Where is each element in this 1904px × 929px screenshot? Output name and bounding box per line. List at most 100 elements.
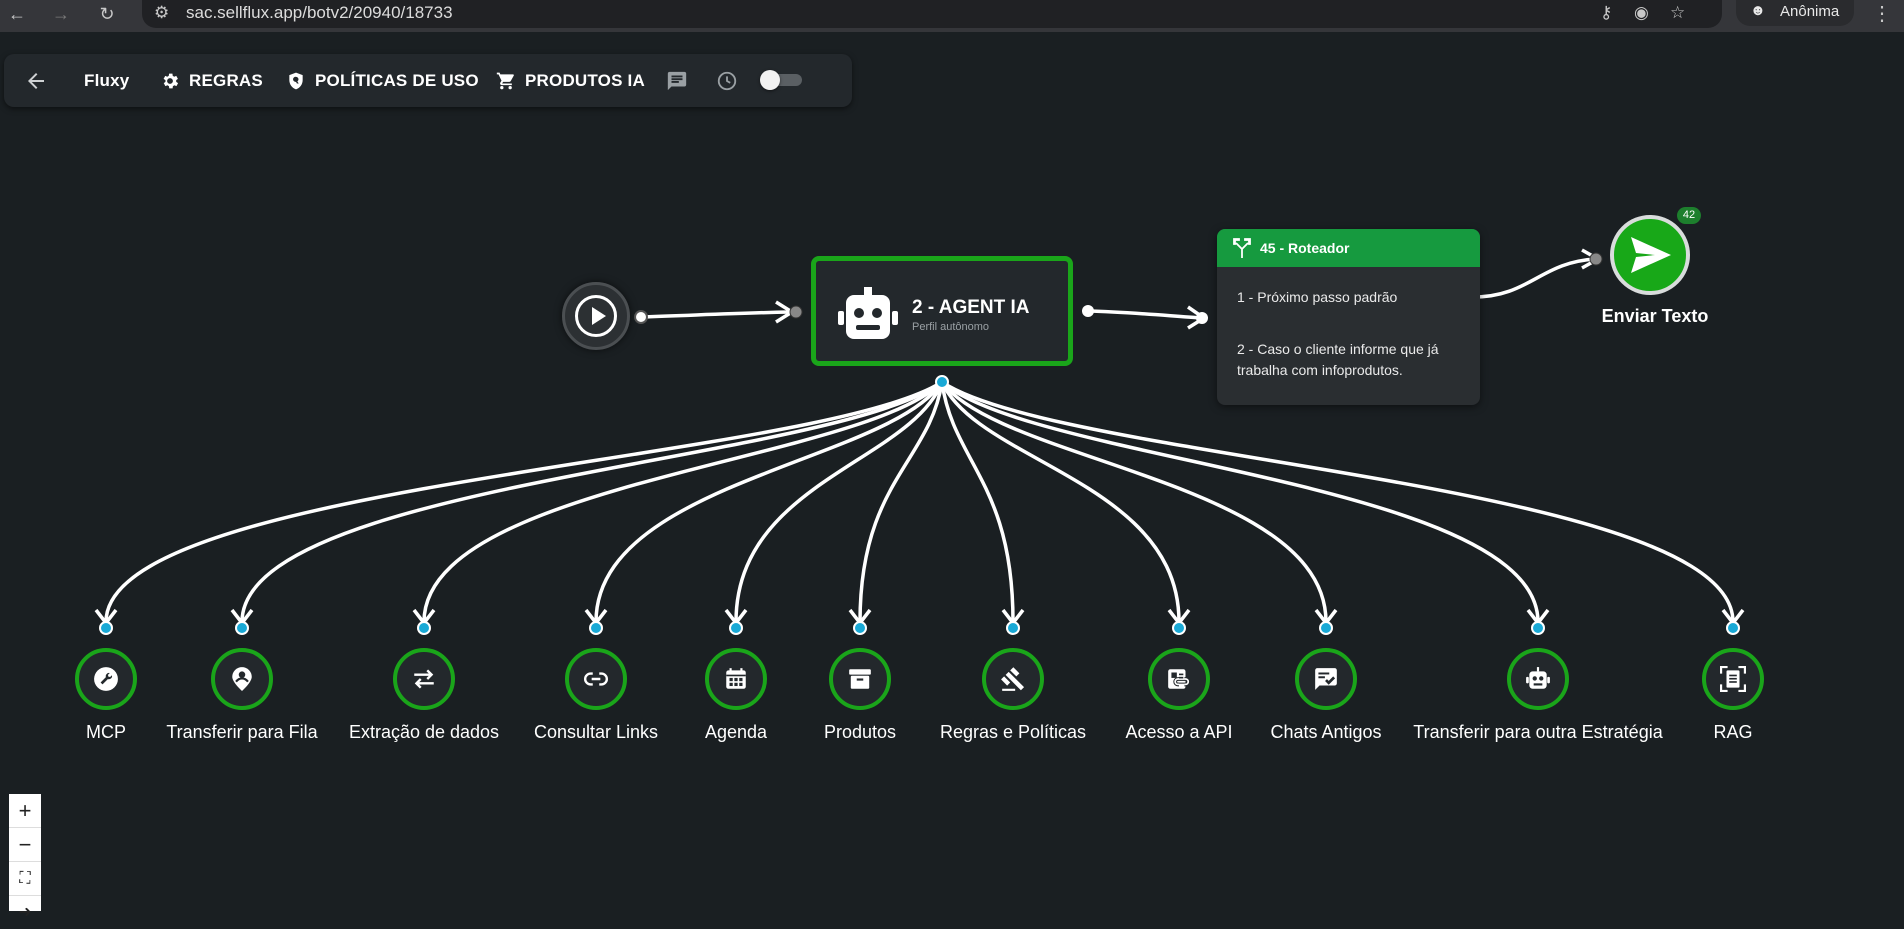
edge-agent-router — [1087, 309, 1203, 320]
document-scan-icon — [1720, 666, 1746, 692]
tool-input-dot[interactable] — [1726, 621, 1740, 635]
zoom-in-button[interactable]: + — [9, 794, 41, 828]
tool-rag[interactable] — [1702, 648, 1764, 710]
ai-products-label: PRODUTOS IA — [525, 70, 645, 90]
wrench-icon — [94, 667, 118, 691]
tool-input-dot[interactable] — [1172, 621, 1186, 635]
forward-icon[interactable]: → — [52, 4, 70, 24]
tool-old-chats[interactable] — [1295, 648, 1357, 710]
tool-input-dot[interactable] — [99, 621, 113, 635]
edge-agent-tool — [940, 381, 1181, 623]
cart-icon — [496, 72, 514, 89]
tool-label-check-links: Consultar Links — [533, 722, 659, 742]
flow-toolbar: Fluxy REGRAS POLÍTICAS DE USO PRODUTOS I… — [4, 54, 852, 107]
edge-agent-tool — [940, 380, 1328, 623]
ai-products-button[interactable]: PRODUTOS IA — [496, 54, 645, 107]
edge-agent-tool — [422, 380, 944, 623]
tool-input-dot[interactable] — [235, 621, 249, 635]
tool-input-dot[interactable] — [1531, 621, 1545, 635]
start-node[interactable] — [562, 282, 630, 350]
send-text-label: Enviar Texto — [1601, 306, 1709, 326]
tool-input-dot[interactable] — [729, 621, 743, 635]
gavel-icon — [1001, 667, 1025, 691]
chat-button[interactable] — [666, 54, 697, 107]
profile-label: Anônima — [1780, 3, 1840, 20]
tool-label-api-access: Acesso a API — [1125, 722, 1233, 742]
tool-edges — [94, 380, 1745, 635]
tool-input-dot[interactable] — [1319, 621, 1333, 635]
reload-icon[interactable]: ↻ — [99, 4, 115, 24]
edge-start-agent — [640, 310, 791, 319]
link-icon — [584, 672, 608, 686]
tool-label-transfer-queue: Transferir para Fila — [166, 722, 318, 742]
history-button[interactable] — [716, 54, 747, 107]
tool-transfer-queue[interactable] — [211, 648, 273, 710]
tool-check-links[interactable] — [565, 648, 627, 710]
fit-view-button[interactable]: ⛶ — [9, 862, 41, 896]
agent-tools-dot — [935, 375, 949, 389]
edge-agent-tool — [240, 380, 944, 623]
tool-label-mcp: MCP — [86, 722, 126, 742]
robot-icon — [838, 287, 898, 339]
site-settings-icon[interactable]: ⚙ — [154, 3, 170, 22]
toggle-switch[interactable] — [760, 70, 802, 90]
agent-subtitle: Perfil autônomo — [912, 321, 990, 333]
tool-input-dot[interactable] — [1006, 621, 1020, 635]
api-link-icon — [1168, 669, 1191, 689]
profile-chip[interactable]: ☻ Anônima — [1736, 0, 1854, 26]
flow-title: Fluxy — [84, 70, 130, 90]
play-icon — [575, 295, 617, 337]
tool-data-extraction[interactable] — [393, 648, 455, 710]
address-bar[interactable]: ⚙ sac.sellflux.app/botv2/20940/18733 ⚷ ◉… — [142, 0, 1722, 28]
send-count-badge: 42 — [1677, 207, 1701, 224]
url-text[interactable]: sac.sellflux.app/botv2/20940/18733 — [186, 3, 453, 22]
tool-products[interactable] — [829, 648, 891, 710]
zoom-controls: + − ⛶ ➜ — [9, 794, 41, 921]
router-node[interactable]: 45 - Roteador 1 - Próximo passo padrão 2… — [1217, 229, 1480, 405]
router-option-2: 2 - Caso o cliente informe que já trabal… — [1237, 341, 1439, 378]
person-pin-icon — [232, 667, 252, 691]
clock-icon — [717, 71, 737, 90]
tool-input-dot[interactable] — [853, 621, 867, 635]
tool-label-rules-policies: Regras e Políticas — [939, 722, 1087, 742]
gear-icon — [163, 73, 179, 88]
incognito-icon: ☻ — [1750, 2, 1766, 19]
agent-title: 2 - AGENT IA — [912, 297, 1030, 318]
tool-mcp[interactable] — [75, 648, 137, 710]
tool-input-dot[interactable] — [589, 621, 603, 635]
zoom-out-button[interactable]: − — [9, 828, 41, 862]
rules-label: REGRAS — [189, 70, 263, 90]
tool-label-transfer-strategy: Transferir para outra Estratégia — [1413, 722, 1663, 742]
tool-input-dot[interactable] — [417, 621, 431, 635]
tool-api-access[interactable] — [1148, 648, 1210, 710]
edge-agent-tool — [941, 380, 1735, 623]
router-option-1: 1 - Próximo passo padrão — [1237, 289, 1398, 305]
chat-bubble-icon — [667, 71, 687, 90]
agent-node[interactable]: 2 - AGENT IA Perfil autônomo — [811, 256, 1073, 366]
router-title: 45 - Roteador — [1260, 240, 1350, 256]
more-menu-icon[interactable]: ⋮ — [1872, 3, 1892, 25]
eye-off-icon[interactable]: ◉ — [1634, 3, 1649, 22]
browser-top-bar: ← → ↻ ⚙ sac.sellflux.app/botv2/20940/187… — [0, 0, 1904, 32]
edge-agent-tool — [940, 381, 1015, 623]
key-icon[interactable]: ⚷ — [1600, 3, 1613, 22]
usage-policies-button[interactable]: POLÍTICAS DE USO — [286, 54, 479, 107]
send-text-node[interactable] — [1610, 215, 1690, 295]
edge-agent-tool — [940, 380, 1540, 623]
calendar-icon — [726, 668, 746, 689]
back-icon[interactable]: ← — [8, 4, 26, 24]
tool-label-old-chats: Chats Antigos — [1270, 722, 1382, 742]
tool-transfer-strategy[interactable] — [1507, 648, 1569, 710]
star-icon[interactable]: ☆ — [1670, 3, 1686, 22]
edge-agent-tool — [104, 380, 943, 623]
send-input-dot — [1589, 252, 1603, 266]
back-button[interactable] — [24, 54, 57, 107]
toggle-knob — [760, 70, 780, 90]
lock-view-button[interactable]: ➜ — [18, 904, 32, 921]
tool-calendar[interactable] — [705, 648, 767, 710]
start-output-dot — [634, 310, 648, 324]
rules-button[interactable]: REGRAS — [160, 54, 263, 107]
usage-policies-label: POLÍTICAS DE USO — [315, 70, 479, 90]
tool-rules-policies[interactable] — [982, 648, 1044, 710]
chat-check-icon — [1315, 668, 1337, 690]
